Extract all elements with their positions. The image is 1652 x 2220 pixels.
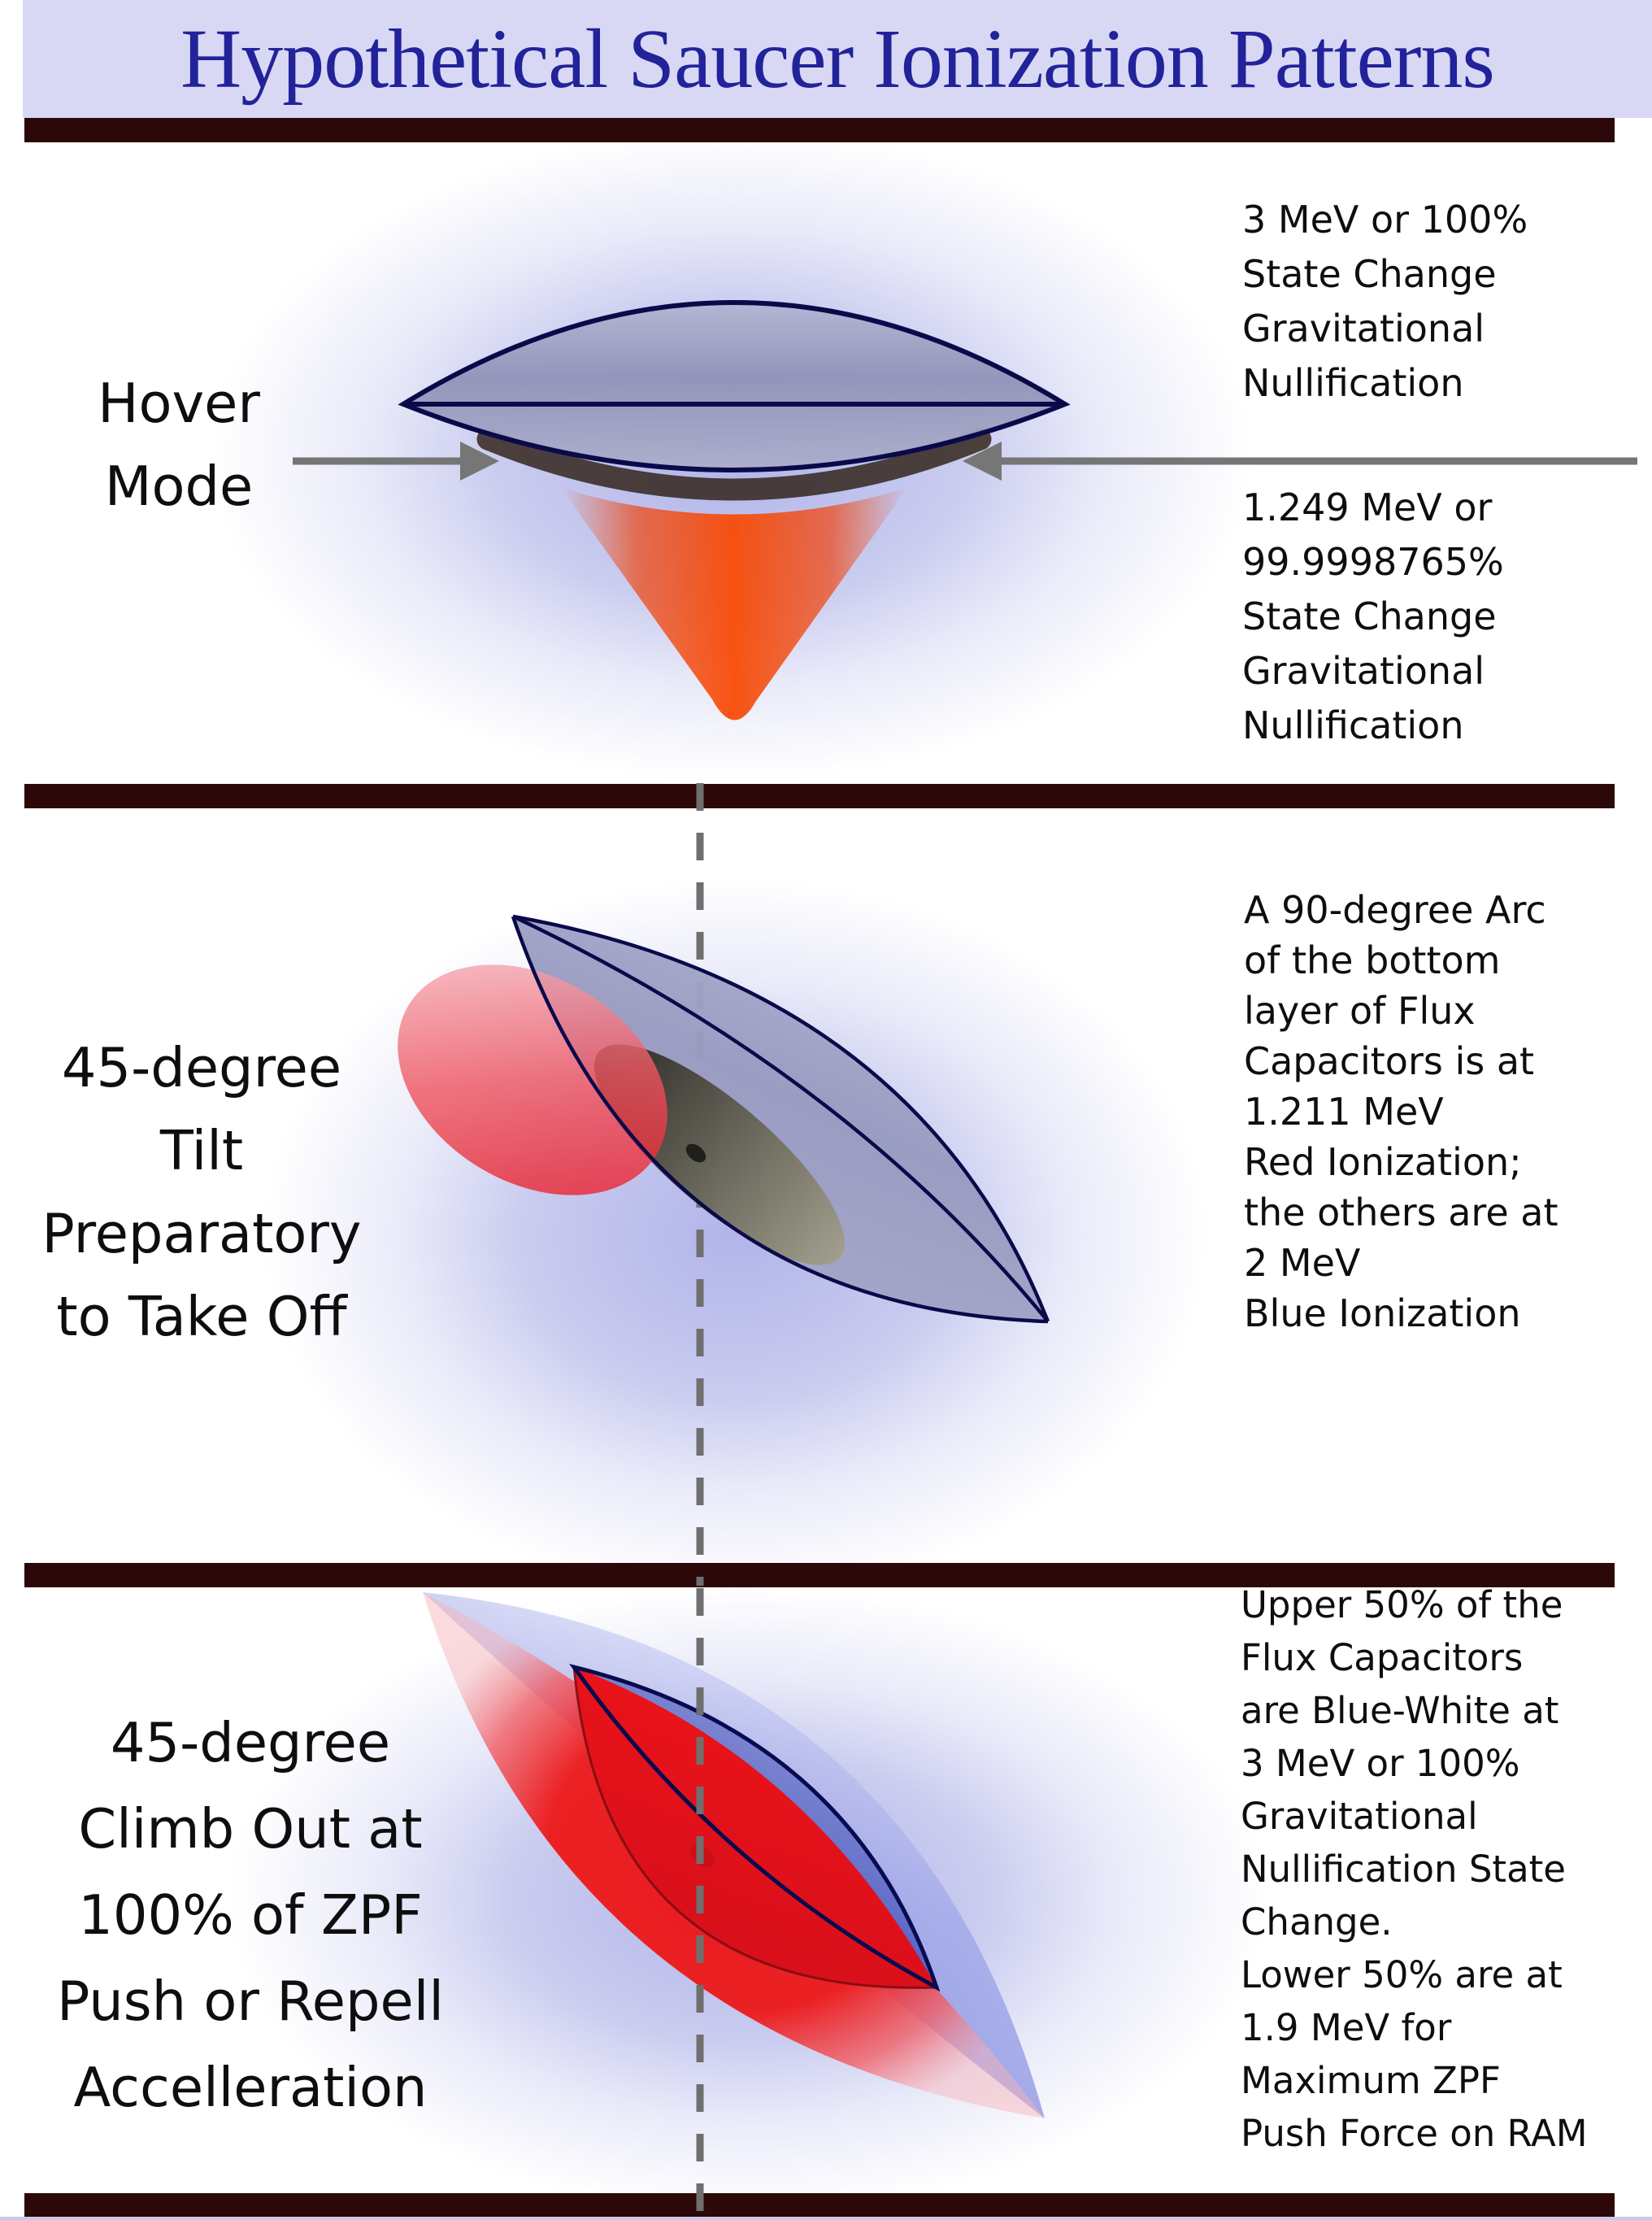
panel-hover-label: Hover Mode (0, 362, 358, 528)
label-line: 100% of ZPF (78, 1883, 423, 1947)
label-line: Climb Out at (78, 1797, 423, 1861)
hover-lower-annotation: 1.249 MeV or 99.9998765% State Change Gr… (1242, 481, 1649, 753)
tilt-saucer-graphic (398, 914, 1050, 1324)
annotation-line: layer of Flux (1244, 989, 1476, 1033)
saucer-underside-shadow (476, 428, 992, 501)
tilted-saucer-outline (511, 914, 1050, 1324)
separator-bar (24, 118, 1615, 142)
converging-arrow-left-icon (293, 442, 499, 481)
separator-bar (24, 2193, 1615, 2217)
annotation-line: Change. (1241, 1900, 1393, 1944)
annotation-line: the others are at (1244, 1191, 1559, 1234)
annotation-line: of the bottom (1244, 938, 1501, 982)
annotation-line: Blue Ionization (1244, 1291, 1521, 1335)
annotation-line: 2 MeV (1244, 1241, 1361, 1285)
tilted-saucer-hull (513, 916, 1048, 1321)
label-line: Mode (104, 455, 254, 518)
lower-flux-capacitor-red (574, 1667, 937, 1988)
label-line: 45-degree (61, 1036, 342, 1099)
label-line: 45-degree (110, 1711, 391, 1774)
hover-saucer-graphic (293, 300, 1637, 720)
tilt-annotation: A 90-degree Arc of the bottom layer of F… (1244, 885, 1650, 1339)
annotation-line: 3 MeV or 100% (1241, 1742, 1520, 1785)
hover-upper-annotation: 3 MeV or 100% State Change Gravitational… (1242, 193, 1649, 411)
annotation-line: Nullification (1242, 361, 1464, 405)
panel-tilt-label: 45-degree Tilt Preparatory to Take Off (7, 1026, 397, 1358)
annotation-line: 1.211 MeV (1244, 1090, 1444, 1134)
page-title: Hypothetical Saucer Ionization Patterns (180, 12, 1495, 106)
annotation-line: Nullification (1242, 703, 1464, 747)
label-line: Accelleration (73, 2056, 428, 2119)
center-port-dot (685, 1143, 706, 1163)
annotation-line: Capacitors is at (1244, 1039, 1535, 1083)
annotation-line: Gravitational (1242, 307, 1485, 350)
climb-annotation: Upper 50% of the Flux Capacitors are Blu… (1241, 1578, 1652, 2160)
annotation-line: Flux Capacitors (1241, 1636, 1524, 1679)
bottom-strip (0, 2217, 1652, 2220)
title-bar: Hypothetical Saucer Ionization Patterns (23, 0, 1652, 118)
separator-bar (24, 1563, 1615, 1587)
annotation-line: Nullification State (1241, 1848, 1566, 1891)
annotation-line: 3 MeV or 100% (1242, 198, 1528, 242)
label-line: Tilt (159, 1119, 244, 1182)
label-line: Push or Repell (57, 1970, 444, 2033)
annotation-line: Maximum ZPF (1241, 2059, 1501, 2102)
annotation-line: A 90-degree Arc (1244, 888, 1546, 932)
separator-bar (24, 784, 1615, 808)
annotation-line: State Change (1242, 252, 1497, 296)
red-ionization-cone (561, 488, 907, 720)
red-ionization-arc (398, 964, 667, 1195)
annotation-line: 1.9 MeV for (1241, 2006, 1452, 2049)
annotation-line: are Blue-White at (1241, 1689, 1559, 1732)
annotation-line: Lower 50% are at (1241, 1953, 1563, 1996)
saucer-hull (403, 303, 1065, 470)
upper-lens-outline (569, 1663, 941, 1992)
label-line: Hover (98, 372, 260, 435)
converging-arrow-right-icon (963, 442, 1637, 481)
annotation-line: State Change (1242, 594, 1497, 638)
annotation-line: 1.249 MeV or (1242, 485, 1493, 529)
annotation-line: Gravitational (1242, 649, 1485, 693)
annotation-line: Push Force on RAM (1241, 2112, 1588, 2155)
annotation-line: Gravitational (1241, 1795, 1478, 1838)
climb-saucer-graphic (423, 1592, 1045, 2118)
label-line: Preparatory (41, 1202, 362, 1265)
saucer-outline (398, 300, 1071, 472)
annotation-line: Red Ionization; (1244, 1140, 1522, 1184)
red-lens-edge-line (572, 1666, 937, 1989)
label-line: to Take Off (56, 1285, 347, 1348)
annotation-line: Upper 50% of the (1241, 1583, 1563, 1626)
panel-climb-label: 45-degree Climb Out at 100% of ZPF Push … (27, 1700, 474, 2131)
annotation-line: 99.9998765% (1242, 540, 1504, 584)
